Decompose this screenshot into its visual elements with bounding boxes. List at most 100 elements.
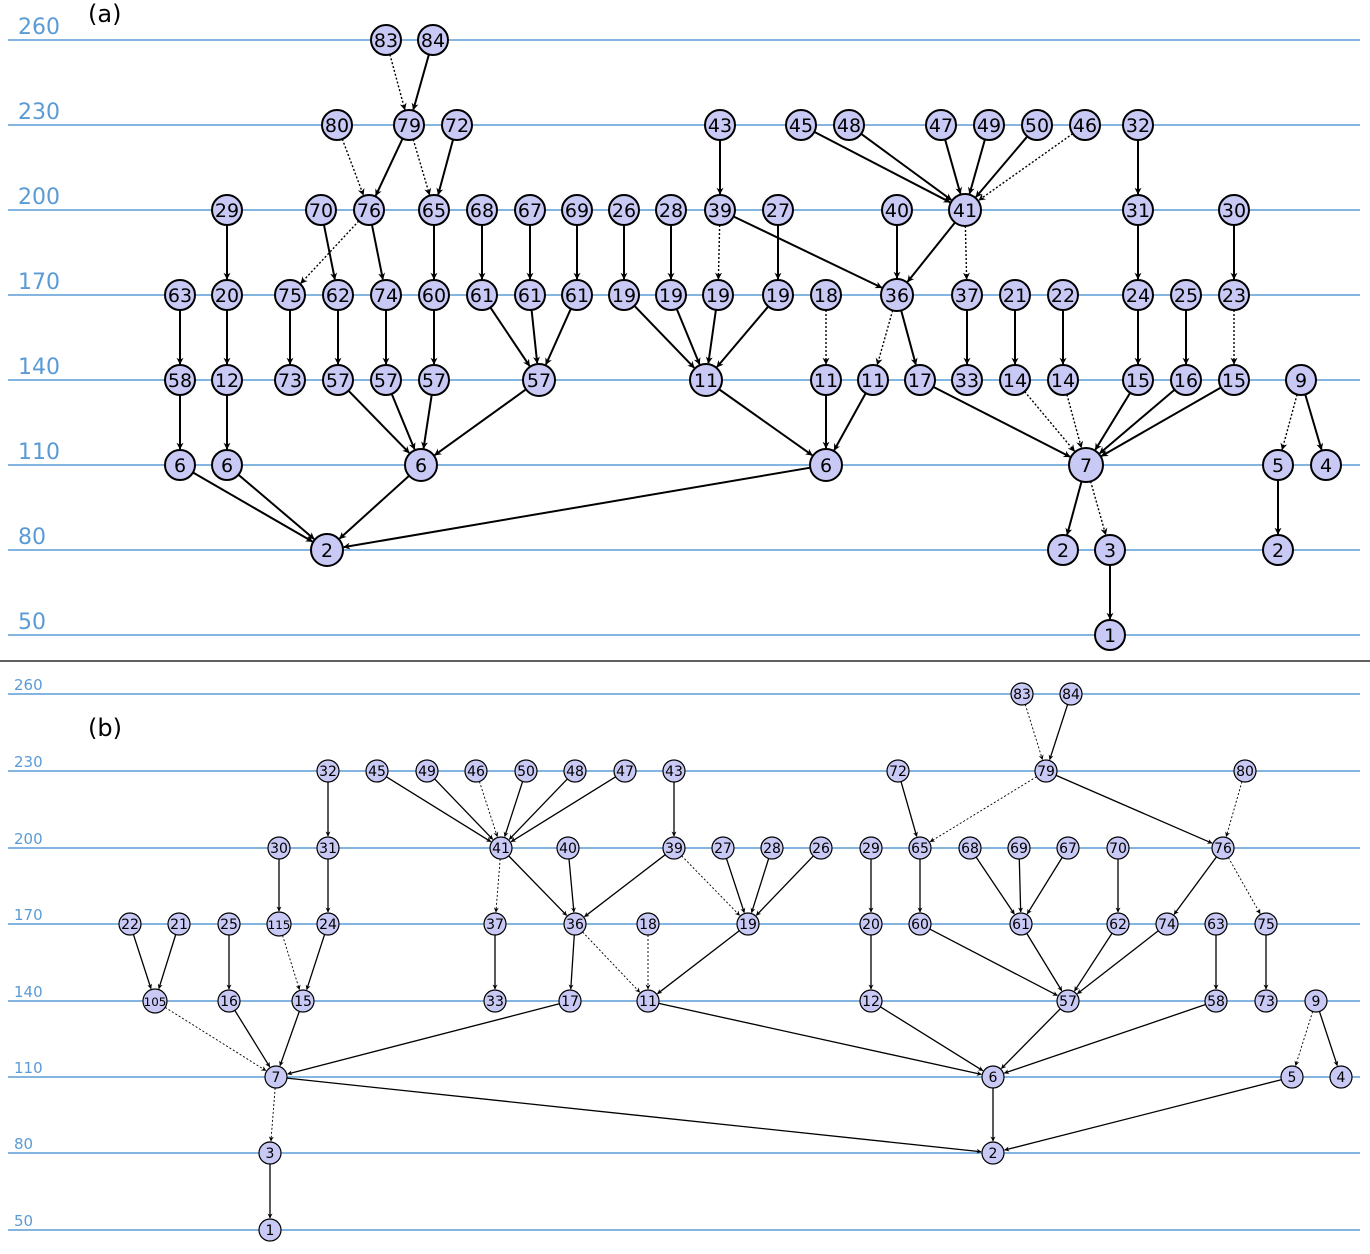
node-label: 27 (766, 200, 790, 222)
edge-a11c-a6d (833, 392, 867, 451)
node-label: 57 (326, 370, 350, 392)
node-label: 57 (422, 370, 446, 392)
node-label: 68 (470, 200, 494, 222)
edge-a57c-a6c (421, 394, 433, 449)
edge-a39-a19c (715, 224, 723, 280)
node-circle (1122, 109, 1154, 141)
node-b57: 57 (1056, 989, 1080, 1013)
node-label: 27 (714, 841, 732, 857)
node-circle (418, 364, 450, 396)
node-a2c: 2 (1262, 534, 1294, 566)
edge-b76-b74 (1173, 856, 1217, 915)
node-circle (1218, 194, 1250, 226)
node-circle (662, 836, 686, 860)
node-label: 57 (1059, 994, 1077, 1010)
node-label: 4 (1337, 1070, 1346, 1086)
node-b3: 3 (258, 1141, 282, 1165)
node-circle (217, 989, 241, 1013)
node-label: 63 (168, 285, 192, 307)
node-label: 65 (911, 841, 929, 857)
node-label: 24 (1126, 285, 1150, 307)
node-b39: 39 (662, 836, 686, 860)
node-a62: 62 (322, 279, 354, 311)
edge-b60-b57 (929, 928, 1058, 997)
node-label: 41 (492, 841, 510, 857)
edge-a79-a76 (374, 138, 404, 197)
edge-b27-b19 (725, 858, 746, 914)
edge-a36-a11c (875, 310, 894, 366)
node-circle (466, 194, 498, 226)
node-circle (1254, 912, 1278, 936)
node-label: 18 (814, 285, 838, 307)
node-circle (859, 989, 883, 1013)
node-circle (353, 194, 385, 226)
node-b24: 24 (316, 912, 340, 936)
edge-b41-b36 (508, 855, 568, 916)
node-circle (636, 989, 660, 1013)
edge-b68-b61 (975, 856, 1015, 915)
node-circle (1204, 912, 1228, 936)
node-label: 70 (1109, 841, 1127, 857)
node-a61a: 61 (466, 279, 498, 311)
node-a24: 24 (1122, 279, 1154, 311)
level-label-80: 80 (14, 1135, 33, 1153)
node-label: 67 (518, 200, 542, 222)
edge-b58-b6 (1003, 1003, 1206, 1075)
edge-b39-b36 (584, 854, 666, 918)
node-circle (466, 279, 498, 311)
node-b45: 45 (365, 759, 389, 783)
node-label: 30 (1222, 200, 1246, 222)
node-circle (785, 109, 817, 141)
node-b61: 61 (1009, 912, 1033, 936)
node-b69: 69 (1007, 836, 1031, 860)
node-label: 45 (789, 115, 813, 137)
node-circle (1204, 989, 1228, 1013)
edge-a9-a5 (1280, 394, 1298, 451)
node-label: 17 (908, 370, 932, 392)
node-a1: 1 (1094, 619, 1126, 651)
edge-b16-b7 (234, 1010, 271, 1068)
node-label: 32 (1126, 115, 1150, 137)
node-a61b: 61 (514, 279, 546, 311)
node-a12: 12 (211, 364, 243, 396)
node-label: 2 (1057, 540, 1069, 562)
node-label: 33 (486, 994, 504, 1010)
node-label: 3 (266, 1146, 275, 1162)
node-b25: 25 (217, 912, 241, 936)
node-label: 68 (961, 841, 979, 857)
node-a28: 28 (655, 194, 687, 226)
node-a5: 5 (1262, 449, 1294, 481)
node-label: 16 (220, 994, 238, 1010)
node-a21: 21 (999, 279, 1031, 311)
node-a84: 84 (417, 24, 449, 56)
node-label: 6 (820, 455, 832, 477)
node-circle (561, 279, 593, 311)
node-b17: 17 (558, 989, 582, 1013)
edge-a83-a79 (389, 54, 407, 111)
node-a31: 31 (1122, 194, 1154, 226)
node-label: 26 (812, 841, 830, 857)
node-a19b: 19 (655, 279, 687, 311)
node-circle (833, 109, 865, 141)
node-a32: 32 (1122, 109, 1154, 141)
node-b41: 41 (489, 836, 513, 860)
node-label: 84 (1062, 687, 1080, 703)
node-a72: 72 (441, 109, 473, 141)
edge-b79-b65 (929, 776, 1037, 843)
edge-b46-b41 (478, 781, 499, 838)
edge-a17-a7 (932, 385, 1071, 458)
node-label: 16 (1174, 370, 1198, 392)
node-label: 12 (862, 994, 880, 1010)
edge-b76-b75 (1228, 857, 1261, 914)
node-circle (1329, 1065, 1353, 1089)
node-circle (908, 836, 932, 860)
node-circle (655, 279, 687, 311)
edge-b24-b15 (305, 934, 326, 991)
edge-b45-b41 (386, 776, 492, 843)
node-a17: 17 (904, 364, 936, 396)
node-circle (702, 279, 734, 311)
level-label-200: 200 (14, 830, 43, 848)
node-circle (810, 279, 842, 311)
